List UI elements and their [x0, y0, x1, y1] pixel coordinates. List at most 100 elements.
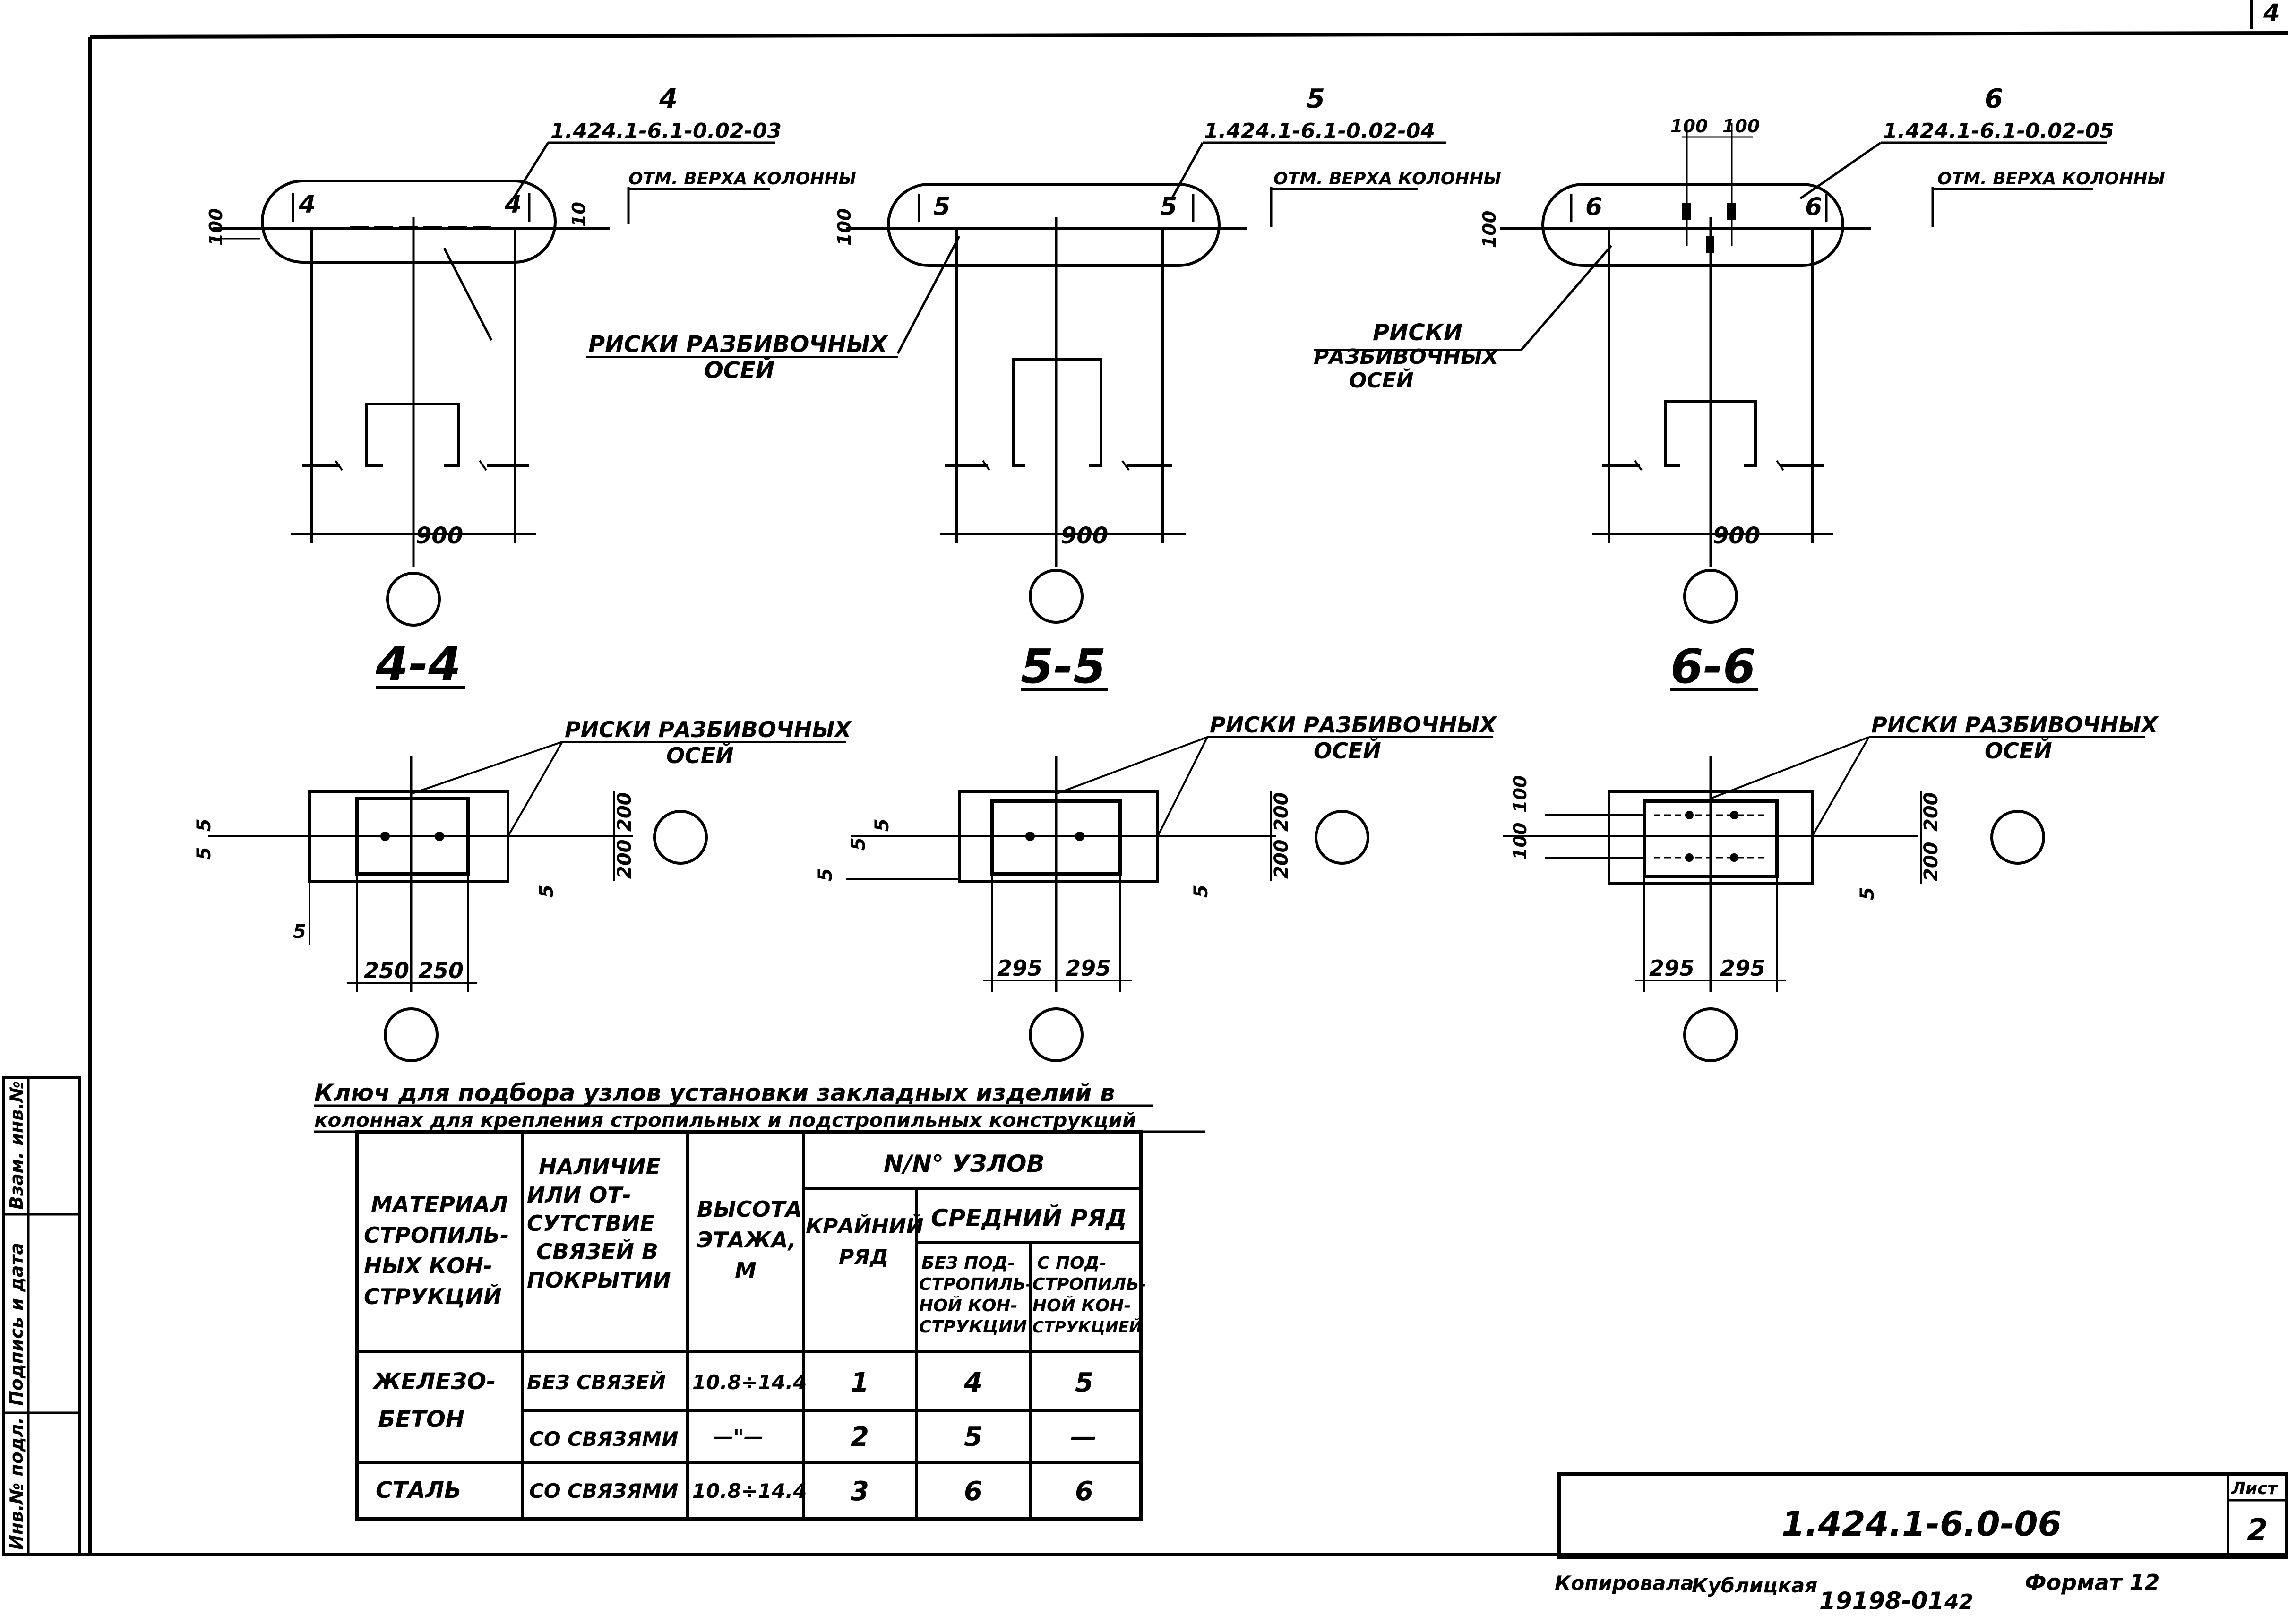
node-6-top-note: ОТМ. ВЕРХА КОЛОННЫ	[1937, 169, 2165, 189]
node-6-bolt-c	[1706, 236, 1714, 253]
sec4-w1: 250	[364, 958, 409, 983]
sec6-bolt-d	[1730, 853, 1738, 862]
r2-presence: СО СВЯЗЯМИ	[529, 1427, 678, 1451]
node-4-width: 900	[416, 523, 463, 549]
callout-2-line1: РИСКИ	[1373, 319, 1462, 346]
r3-edge: 3	[851, 1476, 869, 1507]
h-with-3: НОЙ КОН-	[1032, 1296, 1131, 1315]
node-4-mark-left: 4	[298, 190, 316, 219]
sec6-bolt-b	[1730, 811, 1738, 819]
sec4-h1: 200	[614, 792, 636, 832]
stamp-replace: Взам. инв.№	[6, 1081, 27, 1210]
sec4-dim-d: 5	[536, 885, 558, 898]
node-4-elevation: 4 1.424.1-6.1-0.02-03 100 10 4 4 ОТМ. ВЕ…	[206, 84, 856, 627]
r2-height: —"—	[714, 1425, 764, 1448]
section-6-plan: РИСКИ РАЗБИВОЧНЫХ ОСЕЙ 200 200 100 100 5…	[1503, 712, 2159, 1062]
h-material-2: СТРОПИЛЬ-	[364, 1222, 509, 1248]
callout-1-line2: ОСЕЙ	[704, 357, 774, 384]
r1-material-2: БЕТОН	[378, 1406, 464, 1433]
sec6-callout-2: ОСЕЙ	[1985, 738, 2052, 764]
footer-num: 19198-01	[1819, 1587, 1944, 1615]
callout-axis-risks-2: РИСКИ РАЗБИВОЧНЫХ ОСЕЙ	[1314, 319, 1522, 393]
node-5-mark-left: 5	[933, 193, 950, 221]
sec6-dim-a: 100	[1510, 823, 1531, 860]
r1-material-1: ЖЕЛЕЗО-	[372, 1368, 496, 1395]
section-4-title: 4-4	[375, 636, 461, 692]
sec4-bolt-a	[380, 832, 390, 841]
h-middle: СРЕДНИЙ РЯД	[931, 1204, 1127, 1232]
footer-name: Кублицкая	[1692, 1574, 1817, 1597]
h-edge-1: КРАЙНИЙ	[806, 1213, 924, 1238]
title-block: 1.424.1-6.0-06 Лист 2	[1557, 1472, 2288, 1559]
sec5-dim-a: 5	[848, 837, 869, 851]
r1-edge: 1	[851, 1367, 869, 1398]
sec4-dim-b: 5	[193, 818, 215, 832]
node-4-code: 1.424.1-6.1-0.02-03	[550, 119, 782, 143]
sec5-w2: 295	[1066, 955, 1111, 981]
h-without-2: СТРОПИЛЬ-	[919, 1275, 1033, 1294]
sec5-w1: 295	[997, 955, 1042, 981]
sec5-bolt-a	[1025, 832, 1035, 841]
sec4-bolt-b	[435, 832, 444, 841]
node-4-mark-right: 4	[504, 190, 522, 219]
h-material-4: СТРУКЦИЙ	[364, 1284, 502, 1309]
callout-1-line1: РИСКИ РАЗБИВОЧНЫХ	[588, 331, 888, 358]
stamp-sign: Подпись и дата	[6, 1243, 27, 1406]
callout-axis-risks-1: РИСКИ РАЗБИВОЧНЫХ ОСЕЙ	[586, 331, 898, 384]
r2-with: —	[1070, 1422, 1097, 1452]
node-4-dim-right: 10	[568, 202, 589, 227]
r3-without: 6	[964, 1476, 982, 1507]
h-without-1: БЕЗ ПОД-	[921, 1254, 1015, 1273]
sec4-callout-1: РИСКИ РАЗБИВОЧНЫХ	[565, 717, 852, 742]
sec6-w1: 295	[1649, 955, 1694, 981]
key-table: Ключ для подбора узлов установки закладн…	[314, 1079, 1205, 1521]
section-5-title: 5-5	[1021, 639, 1106, 694]
sheet-label: Лист	[2231, 1479, 2278, 1498]
sec4-h2: 200	[614, 840, 636, 879]
node-6-width: 900	[1713, 523, 1760, 549]
node-6-bolt-b	[1727, 203, 1736, 220]
stamp-inv: Инв.№ подл.	[6, 1417, 27, 1550]
node-4-top-note: ОТМ. ВЕРХА КОЛОННЫ	[628, 169, 856, 189]
node-5-mark-right: 5	[1160, 193, 1177, 221]
node-6-code: 1.424.1-6.1-0.02-05	[1883, 119, 2114, 143]
sec4-dim-c: 5	[293, 921, 306, 943]
sec4-dim-a: 5	[193, 847, 215, 860]
h-height-3: М	[735, 1258, 757, 1283]
sec6-callout-1: РИСКИ РАЗБИВОЧНЫХ	[1871, 712, 2159, 738]
sec6-bolt-c	[1685, 853, 1694, 862]
sec6-h1: 200	[1920, 792, 1942, 832]
footer-format: Формат 12	[2025, 1570, 2159, 1595]
h-height-2: ЭТАЖА,	[697, 1227, 796, 1253]
sec5-h1: 200	[1271, 792, 1292, 832]
node-4-dim-left: 100	[206, 208, 226, 246]
node-6-elevation: 6 1.424.1-6.1-0.02-05 100 100 100 6 6 ОТ…	[1479, 84, 2165, 624]
h-presence-5: ПОКРЫТИИ	[527, 1267, 671, 1293]
h-nodes: N/N° УЗЛОВ	[884, 1150, 1045, 1177]
sec6-bolt-a	[1685, 811, 1694, 819]
r1-height: 10.8÷14.4	[692, 1371, 807, 1394]
section-6-title: 6-6	[1670, 639, 1756, 694]
h-material-1: МАТЕРИАЛ	[371, 1192, 508, 1217]
side-stamp: Инв.№ подл. Подпись и дата Взам. инв.№	[2, 1076, 81, 1556]
h-without-3: НОЙ КОН-	[919, 1296, 1018, 1315]
section-titles: 4-4 5-5 6-6	[375, 636, 1758, 694]
node-5-width: 900	[1061, 523, 1108, 549]
sec6-h2: 200	[1920, 842, 1942, 882]
h-with-2: СТРОПИЛЬ-	[1032, 1275, 1146, 1294]
corner-number: 4	[2263, 0, 2280, 26]
r3-material: СТАЛЬ	[376, 1477, 462, 1504]
sec5-callout-1: РИСКИ РАЗБИВОЧНЫХ	[1210, 712, 1497, 738]
r1-without: 4	[963, 1367, 982, 1398]
sec6-dim-d: 5	[1857, 887, 1878, 900]
sec5-dim-c: 5	[815, 868, 836, 881]
h-height-1: ВЫСОТА	[697, 1196, 802, 1222]
h-edge-2: РЯД	[839, 1245, 888, 1269]
node-5-top-note: ОТМ. ВЕРХА КОЛОННЫ	[1273, 169, 1501, 189]
sec5-bolt-b	[1075, 832, 1084, 841]
r2-edge: 2	[851, 1422, 869, 1452]
node-6-number: 6	[1985, 84, 2003, 114]
r1-presence: БЕЗ СВЯЗЕЙ	[527, 1370, 666, 1394]
document-code: 1.424.1-6.0-06	[1781, 1504, 2062, 1544]
h-presence-1: НАЛИЧИЕ	[539, 1154, 661, 1179]
